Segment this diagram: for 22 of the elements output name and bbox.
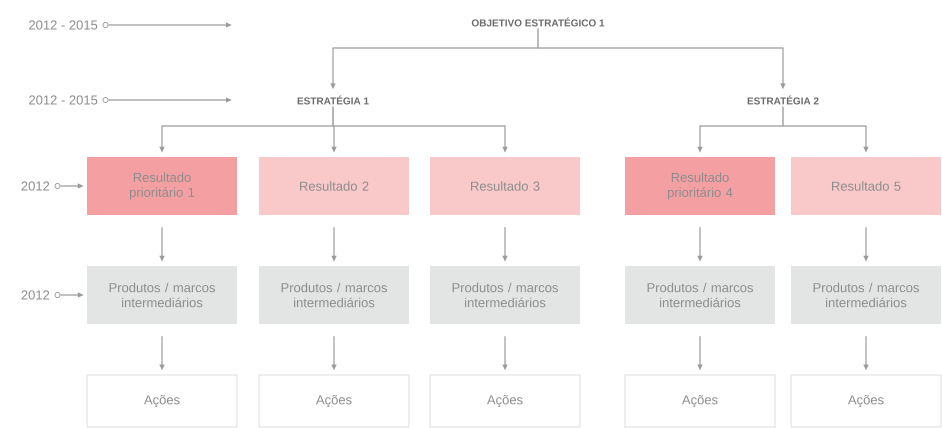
product-box: Produtos / marcos intermediários	[430, 266, 580, 324]
heading-text: ESTRATÉGIA 1	[298, 96, 369, 104]
heading-text: ESTRATÉGIA 2	[748, 96, 819, 104]
result-box: Resultado prioritário 1	[87, 157, 237, 215]
result-box: Resultado 2	[259, 157, 409, 215]
action-box: Ações	[624, 374, 776, 428]
year-label: 2012	[22, 290, 61, 300]
product-box: Produtos / marcos intermediários	[259, 266, 409, 324]
result-box: Resultado 5	[791, 157, 941, 215]
action-box: Ações	[258, 374, 410, 428]
action-box: Ações	[86, 374, 238, 428]
product-box: Produtos / marcos intermediários	[791, 266, 941, 324]
year-label: 2012 - 2015	[29, 95, 109, 105]
product-box: Produtos / marcos intermediários	[87, 266, 237, 324]
action-box: Ações	[430, 374, 580, 428]
year-label: 2012 - 2015	[29, 20, 109, 30]
action-box: Ações	[790, 374, 942, 428]
year-label: 2012	[22, 181, 61, 191]
product-box: Produtos / marcos intermediários	[625, 266, 775, 324]
result-box: Resultado prioritário 4	[625, 157, 775, 215]
heading-text: OBJETIVO ESTRATÉGICO 1	[472, 18, 604, 26]
result-box: Resultado 3	[430, 157, 580, 215]
